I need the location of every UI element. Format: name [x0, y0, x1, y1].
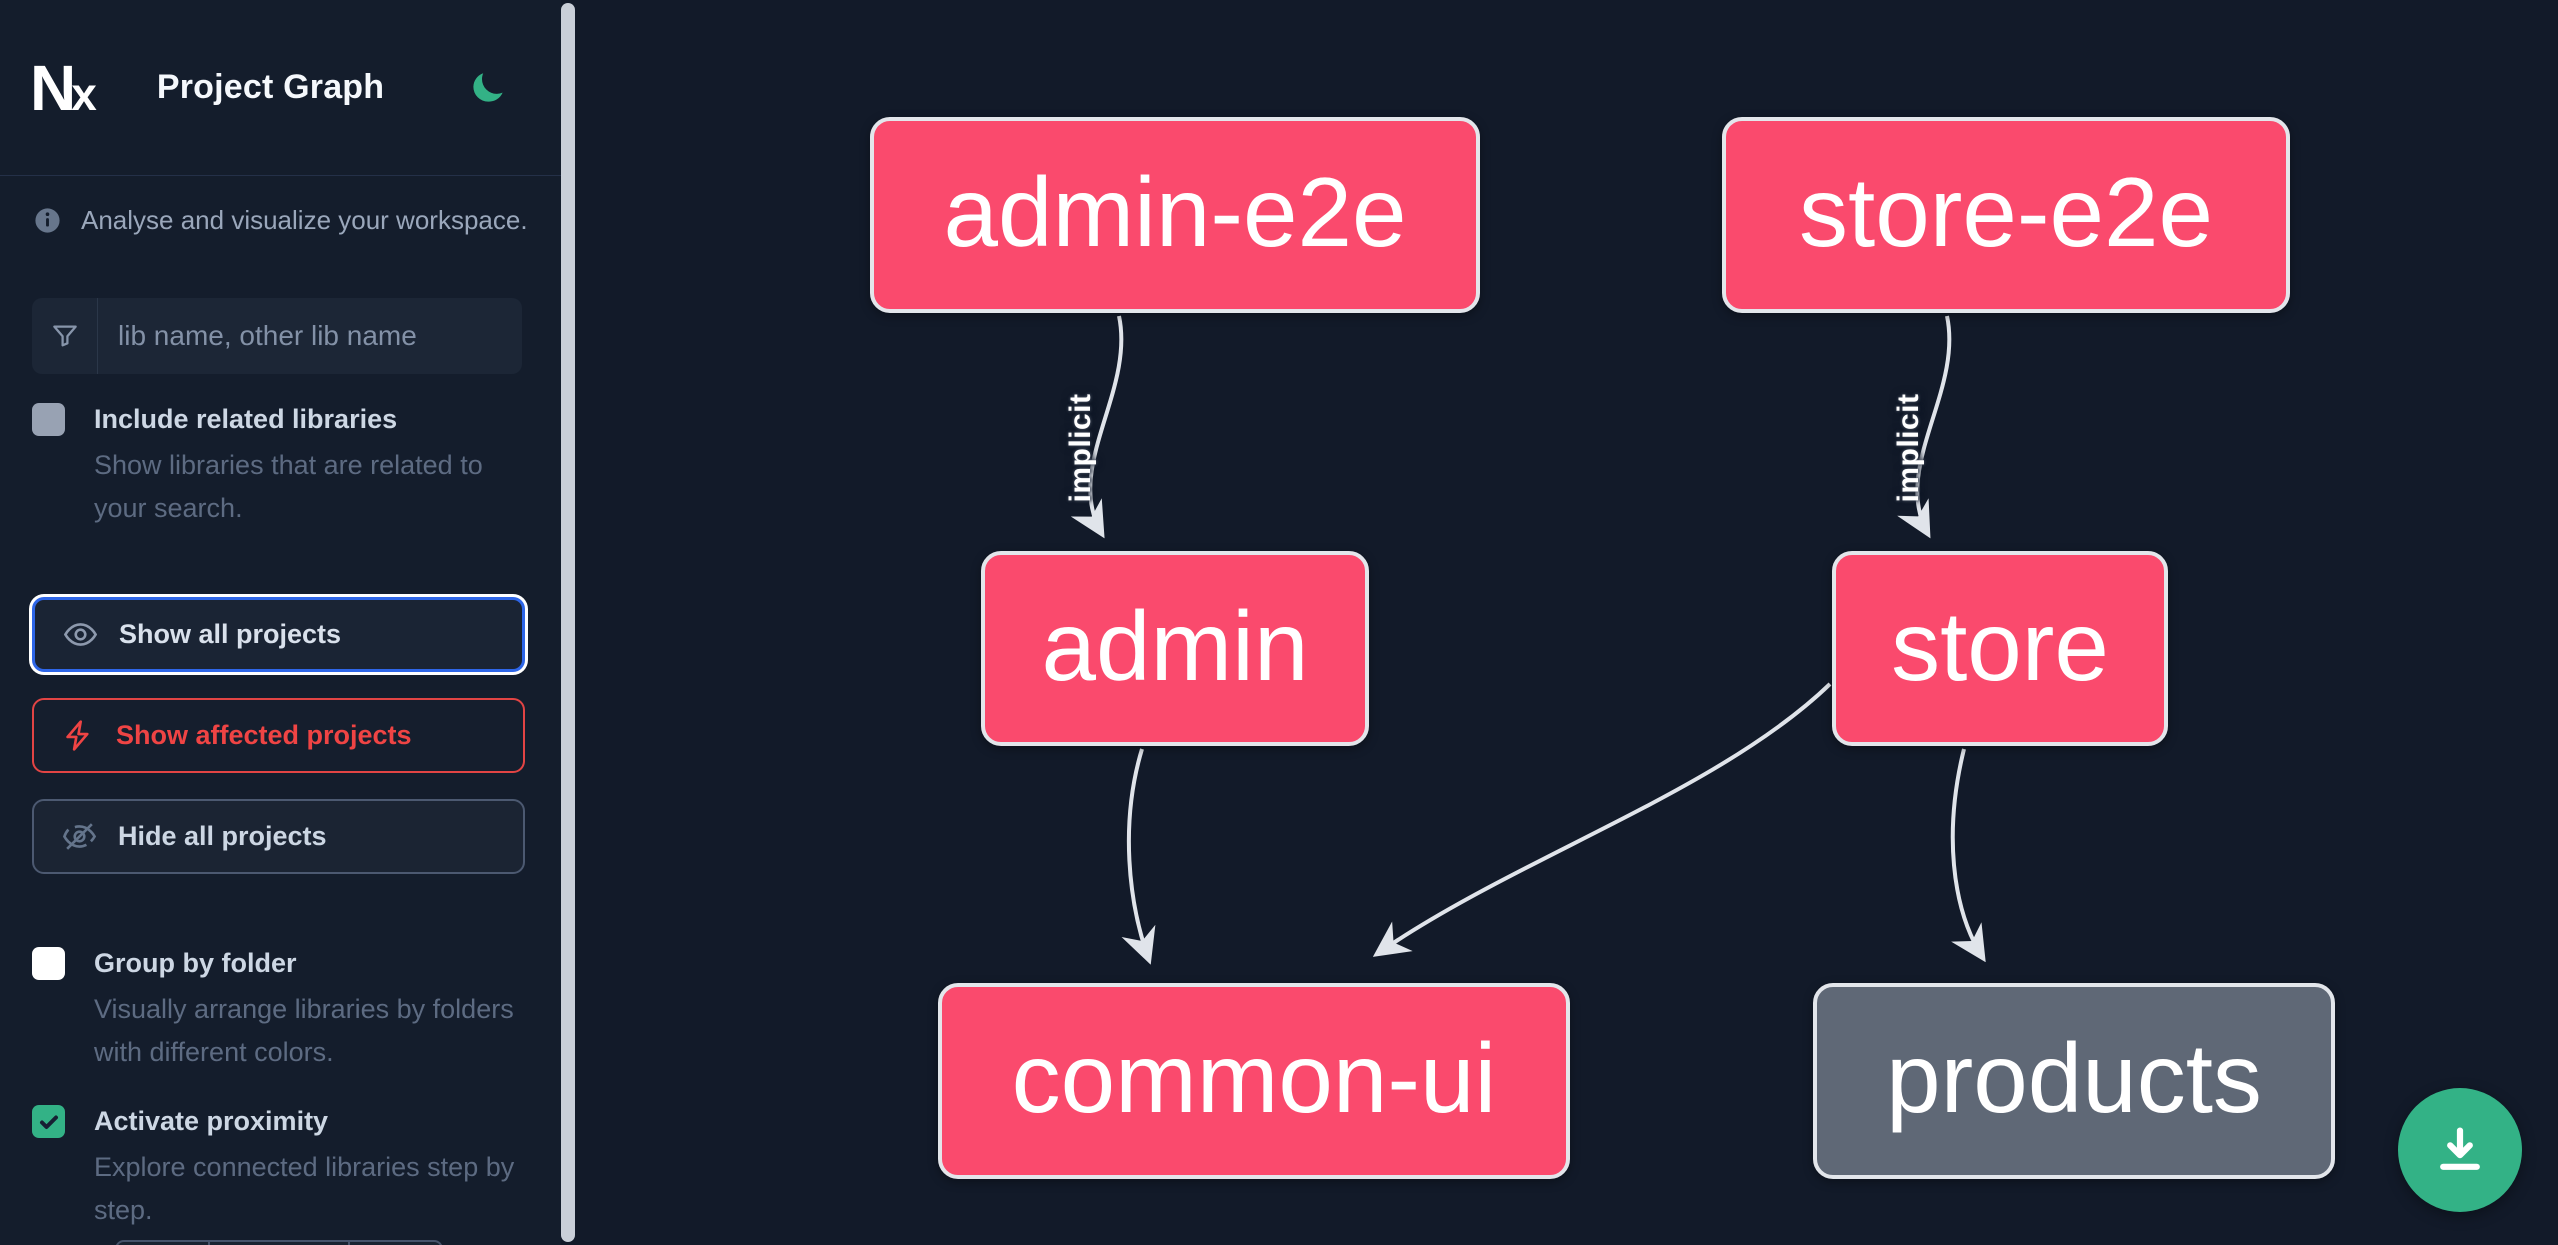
group-by-folder-desc: Visually arrange libraries by folders wi…: [94, 994, 514, 1067]
group-by-folder-toggle: Group by folder Visually arrange librari…: [32, 945, 531, 1074]
sidebar: Nx Project Graph Analyse and visualize y…: [0, 0, 561, 1245]
edge-admin-to-common-ui: [1121, 748, 1156, 965]
funnel-icon: [32, 298, 98, 374]
node-store[interactable]: store: [1832, 551, 2168, 746]
include-related-label: Include related libraries: [94, 404, 398, 434]
page-title: Project Graph: [156, 68, 385, 106]
include-related-toggle: Include related libraries Show libraries…: [32, 401, 531, 530]
node-products[interactable]: products: [1813, 983, 2335, 1179]
nx-logo: Nx: [30, 51, 97, 124]
node-admin[interactable]: admin: [981, 551, 1369, 746]
tagline-text: Analyse and visualize your workspace.: [81, 205, 528, 235]
project-filter: [32, 298, 522, 374]
workspace-tagline: Analyse and visualize your workspace.: [33, 205, 528, 236]
edge-label-implicit: implicit: [1892, 393, 1925, 503]
group-by-folder-label: Group by folder: [94, 948, 297, 978]
edge-label-implicit: implicit: [1064, 393, 1097, 503]
edge-store-to-common-ui: [1372, 682, 1832, 957]
show-affected-projects-button[interactable]: Show affected projects: [32, 698, 525, 773]
node-store-e2e[interactable]: store-e2e: [1722, 117, 2290, 313]
edge-store-e2e-to-store: [1897, 315, 1952, 539]
search-input[interactable]: [98, 298, 522, 374]
activate-proximity-toggle: Activate proximity Explore connected lib…: [32, 1103, 531, 1232]
check-icon: [39, 1115, 58, 1129]
show-all-projects-button[interactable]: Show all projects: [32, 597, 525, 672]
eye-slash-icon: [62, 823, 97, 850]
activate-proximity-checkbox[interactable]: [32, 1105, 65, 1138]
eye-icon: [63, 623, 98, 646]
activate-proximity-desc: Explore connected libraries step by step…: [94, 1152, 515, 1225]
hide-all-projects-button[interactable]: Hide all projects: [32, 799, 525, 874]
node-common-ui[interactable]: common-ui: [938, 983, 1570, 1179]
theme-toggle-moon-icon[interactable]: [470, 70, 506, 106]
group-by-folder-checkbox[interactable]: [32, 947, 65, 980]
info-icon: [35, 208, 60, 233]
download-icon: [2440, 1127, 2480, 1170]
show-all-projects-label: Show all projects: [119, 619, 342, 649]
edge-store-to-products: [1950, 748, 1986, 963]
node-admin-e2e[interactable]: admin-e2e: [870, 117, 1480, 313]
download-image-button[interactable]: [2398, 1088, 2522, 1212]
lightning-bolt-icon: [66, 720, 89, 751]
show-affected-projects-label: Show affected projects: [116, 720, 412, 750]
sidebar-scrollbar[interactable]: [561, 3, 575, 1242]
edge-admin-e2e-to-admin: [1070, 315, 1124, 539]
activate-proximity-label: Activate proximity: [94, 1106, 329, 1136]
include-related-checkbox[interactable]: [32, 403, 65, 436]
hide-all-projects-label: Hide all projects: [118, 821, 327, 851]
include-related-desc: Show libraries that are related to your …: [94, 450, 483, 523]
sidebar-header: Nx Project Graph: [0, 0, 561, 176]
